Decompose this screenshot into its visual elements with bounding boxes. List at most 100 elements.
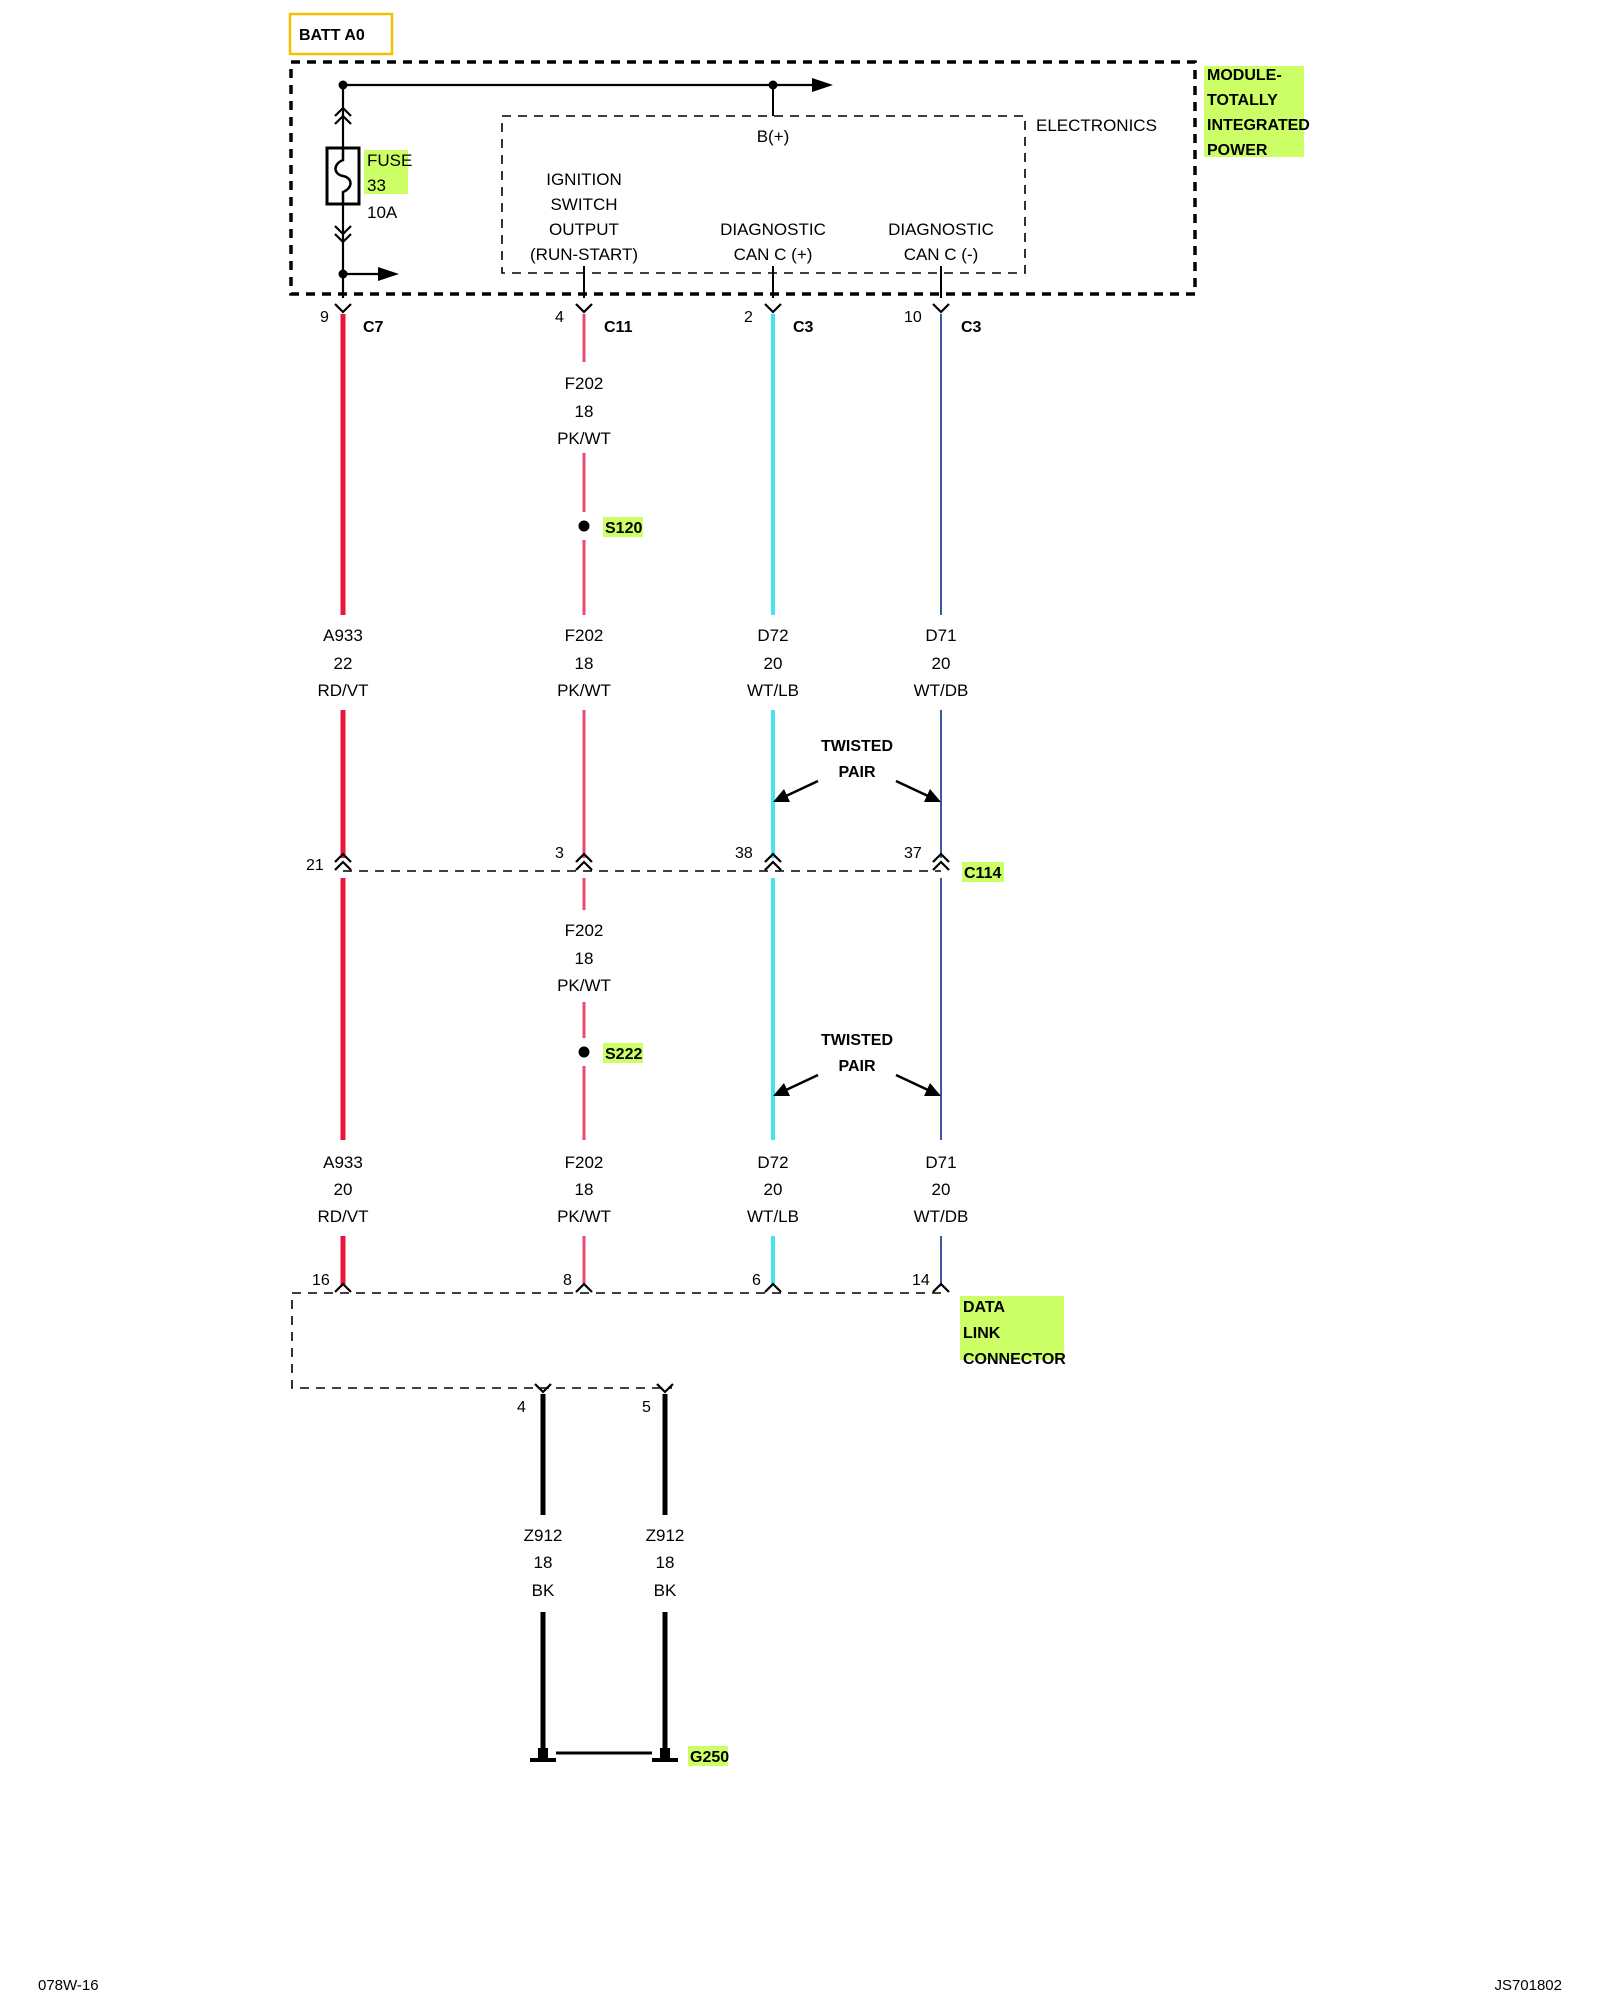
d72-upper-color: WT/LB [747, 681, 799, 700]
z912-b-gauge: 18 [656, 1553, 675, 1572]
c114-pin-d72: 38 [735, 845, 753, 862]
c11-pin: 4 [555, 309, 564, 326]
dlc-ground-pins [534, 1383, 674, 1394]
twisted-lower-left-arrowhead [773, 1083, 790, 1096]
d71-lower-circuit: D71 [925, 1153, 956, 1172]
dlc-ground-pin-4: 4 [517, 1399, 526, 1416]
c114-pin-a933: 21 [306, 857, 324, 874]
f202-mid-gauge: 18 [575, 949, 594, 968]
dlc-outline [291, 1292, 941, 1389]
batt-box [288, 12, 394, 56]
z912-b-circuit: Z912 [646, 1526, 685, 1545]
a933-upper-color: RD/VT [318, 681, 369, 700]
batt-label: BATT A0 [299, 27, 365, 44]
d72-lower-color: WT/LB [747, 1207, 799, 1226]
a933-lower-gauge: 20 [334, 1180, 353, 1199]
fuse-number: 33 [367, 176, 386, 195]
can-minus-label-1: DIAGNOSTIC [888, 220, 994, 239]
c3-minus-pin: 10 [904, 309, 922, 326]
twisted-pair-upper-2: PAIR [838, 764, 875, 781]
module-title-3: INTEGRATED [1207, 117, 1310, 134]
twisted-lower-left-arrow-line [785, 1073, 819, 1092]
f202-top-circuit: F202 [565, 374, 604, 393]
f202-upper-circuit: F202 [565, 626, 604, 645]
f202-upper-gauge: 18 [575, 654, 594, 673]
twisted-upper-right-arrowhead [924, 789, 941, 802]
can-minus-label-2: CAN C (-) [904, 245, 979, 264]
a933-lower-circuit: A933 [323, 1153, 363, 1172]
connector-c3-plus: 2 C3 [744, 303, 814, 336]
d72-upper-circuit: D72 [757, 626, 788, 645]
dlc-label-1: DATA [963, 1299, 1006, 1316]
connector-c3-minus: 10 C3 [904, 303, 982, 336]
twisted-upper-right-arrow-line [895, 779, 929, 798]
z912-a-color: BK [532, 1581, 555, 1600]
d71-upper-circuit: D71 [925, 626, 956, 645]
c114-label: C114 [964, 865, 1001, 882]
z912-a-gauge: 18 [534, 1553, 553, 1572]
bplus-arrow [812, 78, 833, 92]
d72-lower-gauge: 20 [764, 1180, 783, 1199]
f202-lower-color: PK/WT [557, 1207, 611, 1226]
ground-label: G250 [690, 1749, 729, 1766]
d72-lower-circuit: D72 [757, 1153, 788, 1172]
z912-b-color: BK [654, 1581, 677, 1600]
twisted-pair-lower-2: PAIR [838, 1058, 875, 1075]
can-plus-label-2: CAN C (+) [734, 245, 813, 264]
fuse-label: FUSE [367, 151, 412, 170]
twisted-pair-upper-1: TWISTED [821, 738, 893, 755]
c114-pin-d71: 37 [904, 845, 922, 862]
c7-pin: 9 [320, 309, 329, 326]
ignition-label-2: SWITCH [550, 195, 617, 214]
twisted-upper-left-arrowhead [773, 789, 790, 802]
bplus-label: B(+) [757, 127, 790, 146]
ground-icon [530, 1748, 678, 1762]
fuse-top-chevron-2 [334, 114, 352, 125]
f202-lower-gauge: 18 [575, 1180, 594, 1199]
d71-upper-gauge: 20 [932, 654, 951, 673]
module-outline [289, 60, 1197, 296]
ignition-label-4: (RUN-START) [530, 245, 638, 264]
connector-c11: 4 C11 [555, 303, 633, 336]
ignition-label-3: OUTPUT [549, 220, 619, 239]
dlc-label-highlight [960, 1296, 1064, 1360]
module-title-highlight [1204, 66, 1304, 157]
c3-plus-pin: 2 [744, 309, 753, 326]
module-title-2: TOTALLY [1207, 92, 1278, 109]
c3-minus-label: C3 [961, 319, 982, 336]
c3-plus-label: C3 [793, 319, 814, 336]
d71-lower-color: WT/DB [914, 1207, 969, 1226]
d71-upper-color: WT/DB [914, 681, 969, 700]
fuse-rating: 10A [367, 203, 398, 222]
g250-highlight [688, 1746, 728, 1766]
dlc-ground-pin-5: 5 [642, 1399, 651, 1416]
a933-lower-color: RD/VT [318, 1207, 369, 1226]
footer-right: JS701802 [1494, 1977, 1562, 1994]
dlc-label-3: CONNECTOR [963, 1351, 1066, 1368]
module-title-1: MODULE- [1207, 67, 1282, 84]
footer-left: 078W-16 [38, 1977, 99, 1994]
fuse-branch-arrow [378, 267, 399, 281]
splice-s120-dot [578, 520, 590, 532]
f202-top-color: PK/WT [557, 429, 611, 448]
ignition-label-1: IGNITION [546, 170, 622, 189]
fuse-element-icon [334, 148, 352, 204]
splice-s222-label: S222 [605, 1046, 642, 1063]
s120-highlight [603, 517, 643, 537]
a933-upper-circuit: A933 [323, 626, 363, 645]
a933-upper-gauge: 22 [334, 654, 353, 673]
dlc-pin-8: 8 [563, 1272, 572, 1289]
splice-s120-label: S120 [605, 520, 642, 537]
f202-mid-color: PK/WT [557, 976, 611, 995]
dlc-pin-14: 14 [912, 1272, 930, 1289]
dlc-label-2: LINK [963, 1325, 1001, 1342]
f202-upper-color: PK/WT [557, 681, 611, 700]
dlc-pins [334, 1282, 950, 1293]
c11-label: C11 [604, 319, 633, 336]
can-plus-label-1: DIAGNOSTIC [720, 220, 826, 239]
f202-mid-circuit: F202 [565, 921, 604, 940]
f202-lower-circuit: F202 [565, 1153, 604, 1172]
fuse-top-chevron-1 [334, 106, 352, 117]
fuse-bottom-chevron-1 [334, 225, 352, 236]
